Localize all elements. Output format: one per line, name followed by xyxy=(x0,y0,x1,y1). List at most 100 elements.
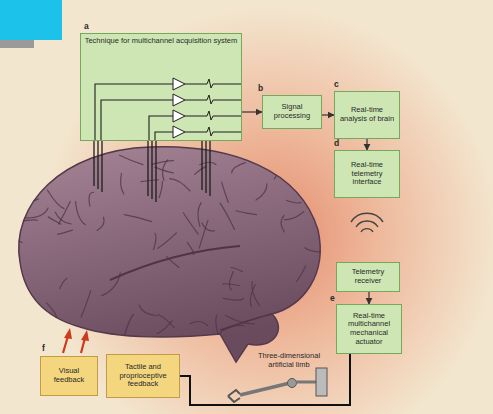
brain-fold xyxy=(46,163,54,179)
brain-fold xyxy=(152,161,174,165)
brain-fold xyxy=(190,322,207,326)
brain-fold xyxy=(58,230,73,234)
flow-arrow xyxy=(368,292,369,304)
brain-fold xyxy=(97,217,104,230)
electrode-wire xyxy=(205,140,206,193)
brain-fold xyxy=(231,267,243,271)
electrode-wire xyxy=(155,140,156,202)
cerebellum-fold xyxy=(220,314,272,330)
acquisition-box: Technique for multichannel acquisition s… xyxy=(80,33,242,141)
electrode-wire xyxy=(209,140,210,196)
brain-fold xyxy=(5,299,27,310)
brain-fold xyxy=(154,233,156,249)
artificial-limb xyxy=(228,368,327,402)
brain-fold xyxy=(232,163,246,173)
brain-fold xyxy=(45,326,47,354)
electrode-wire xyxy=(201,140,202,190)
box-text: Real-time analysis of brain xyxy=(338,106,396,123)
electrode-wire xyxy=(147,140,148,196)
brain-fold xyxy=(256,184,267,200)
brain-fold xyxy=(158,233,177,248)
electrode-wire xyxy=(151,140,152,199)
brain-fold xyxy=(202,223,214,231)
brain-fold xyxy=(155,167,174,173)
electrode-wire xyxy=(93,140,94,186)
brain-fold xyxy=(76,202,86,225)
callout-letter: c xyxy=(334,79,339,89)
brain-fold xyxy=(220,203,234,229)
box-text: Technique for multichannel acquisition s… xyxy=(84,37,238,46)
process-box: Real-time multichannel mechanical actuat… xyxy=(336,304,402,354)
box-text: Signal processing xyxy=(266,103,318,120)
brain-fold xyxy=(159,181,162,197)
brain-fold xyxy=(59,202,71,225)
callout-letter: f xyxy=(42,343,45,353)
brain-fold xyxy=(60,278,67,288)
brain-fold xyxy=(17,199,39,202)
brain-fold xyxy=(222,182,229,202)
process-box: Signal processing xyxy=(262,95,322,129)
flow-arrow xyxy=(366,139,367,150)
brain-fold xyxy=(198,203,201,227)
brain xyxy=(19,147,320,362)
box-text: Real-time telemetry interface xyxy=(338,161,396,187)
feedback-arrows xyxy=(63,328,89,353)
box-text: Tactile and proprioceptive feedback xyxy=(110,363,176,389)
brain-fold xyxy=(199,220,208,248)
brain-fold xyxy=(195,166,206,174)
brain-fold xyxy=(170,179,190,191)
brain-fold xyxy=(305,248,324,252)
brain-fold xyxy=(47,190,64,209)
feedback-box: Visual feedback xyxy=(40,356,98,396)
brain-fold xyxy=(252,282,260,306)
brain-fold xyxy=(10,241,22,246)
box-text: Telemetry receiver xyxy=(340,268,396,285)
brain-fold xyxy=(236,211,257,215)
brain-fold xyxy=(55,212,71,224)
callout-letter: e xyxy=(330,293,335,303)
electrode-wire xyxy=(101,140,102,192)
brain-fold xyxy=(7,208,24,218)
callout-letter: a xyxy=(84,21,89,31)
process-box: Real-time telemetry interface xyxy=(334,150,400,198)
brain-fold xyxy=(262,330,283,350)
brain-fold xyxy=(89,192,94,206)
brain-fold xyxy=(0,294,24,302)
amplifier-array xyxy=(81,34,241,140)
brain-fold xyxy=(120,155,144,164)
cable xyxy=(180,354,350,405)
brain-fold xyxy=(183,213,198,234)
process-box: Telemetry receiver xyxy=(336,262,400,292)
box-text: Real-time multichannel mechanical actuat… xyxy=(340,312,398,347)
callout-letter: d xyxy=(334,138,339,148)
box-text: Visual feedback xyxy=(44,367,94,384)
brain-fold xyxy=(124,215,151,222)
brain-fold xyxy=(223,284,239,286)
brain-fold xyxy=(121,173,124,194)
brain-fold xyxy=(8,220,37,226)
brain-fold xyxy=(46,303,57,321)
brain-fold xyxy=(26,208,48,218)
brain-fold xyxy=(162,160,167,180)
telemetry-waves xyxy=(351,213,383,232)
slide-corner xyxy=(0,0,62,40)
brain-fold xyxy=(281,215,284,231)
electrode-wire xyxy=(97,140,98,189)
brain-fold xyxy=(216,315,220,342)
flow-arrow xyxy=(242,111,262,112)
brain-fold xyxy=(284,212,303,220)
brain-fold xyxy=(31,181,47,183)
brain-fold xyxy=(158,314,174,327)
brain-fold xyxy=(124,315,133,336)
brain-fold xyxy=(29,307,45,317)
flow-arrow xyxy=(322,114,334,115)
brain-fold xyxy=(297,266,306,282)
brain-fold xyxy=(81,291,91,318)
sylvian-fissure xyxy=(110,246,240,280)
part-label: Three-dimensional artificial limb xyxy=(246,352,332,369)
brain-fold xyxy=(229,271,233,289)
brain-fold xyxy=(223,298,243,300)
process-box: Real-time analysis of brain xyxy=(334,91,400,139)
